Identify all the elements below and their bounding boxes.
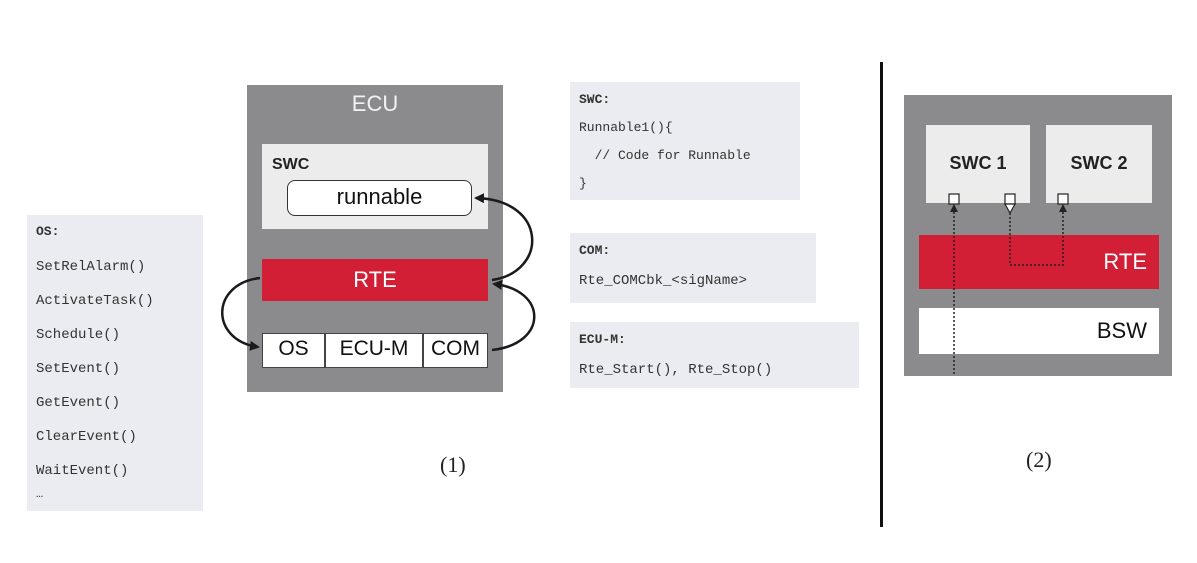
swc-code-line: // Code for Runnable [579,148,751,163]
swc-code-line: } [579,176,587,191]
bsw-to-swc1-arrowhead [950,204,958,212]
os-api-item: GetEvent() [36,395,121,411]
com-code-line: Rte_COMCbk_<sigName> [579,273,748,289]
os-api-box: OS: SetRelAlarm() ActivateTask() Schedul… [27,215,203,511]
bsw-cell-os: OS [262,333,325,368]
runnable-box: runnable [287,180,472,216]
ecum-code-line: Rte_Start(), Rte_Stop() [579,362,773,378]
arrow-rte-to-runnable [474,193,534,282]
swc1-label: SWC 1 [949,153,1007,173]
port-swc1-a [948,193,960,205]
rte-label-2: RTE [1103,249,1147,274]
ecum-code-title: ECU-M: [579,332,626,347]
bsw-label: BSW [1096,318,1147,343]
swc1-to-swc2-arrowhead [1059,204,1067,212]
swc-code-line: Runnable1(){ [579,120,673,135]
bsw-box: BSW [919,308,1159,354]
port-swc1-b-triangle [1003,203,1017,215]
swc2-label: SWC 2 [1070,153,1128,173]
arrow-rte-os [221,276,261,351]
caption-2: (2) [1026,447,1052,472]
swc-label: SWC [272,156,310,173]
ecu-title: ECU [351,91,399,116]
ecum-code-box: ECU-M: Rte_Start(), Rte_Stop() [570,322,859,388]
os-api-item: SetRelAlarm() [36,259,146,275]
os-api-item: … [36,487,44,501]
os-api-item: SetEvent() [36,361,121,377]
divider-line [880,62,883,527]
com-code-title: COM: [579,243,611,258]
com-code-box: COM: Rte_COMCbk_<sigName> [570,233,816,303]
os-api-item: Schedule() [36,327,121,343]
swc1-to-swc2-line [1009,210,1064,266]
swc1-box: SWC 1 [926,125,1030,203]
swc-code-title: SWC: [579,92,611,107]
rte-bar-2: RTE [919,235,1159,289]
swc-code-box: SWC: Runnable1(){ // Code for Runnable } [570,82,800,200]
os-api-title: OS: [36,224,60,239]
os-api-item: WaitEvent() [36,463,129,479]
swc2-box: SWC 2 [1046,125,1152,203]
arrow-com-to-rte [491,279,536,352]
os-api-item: ActivateTask() [36,293,154,309]
bsw-cell-com: COM [423,333,488,368]
port-swc1-b [1004,193,1016,205]
caption-1: (1) [440,452,466,477]
bsw-cell-ecu-m: ECU-M [325,333,423,368]
rte-bar: RTE [262,259,488,301]
os-api-item: ClearEvent() [36,429,137,445]
port-swc2 [1057,193,1069,205]
